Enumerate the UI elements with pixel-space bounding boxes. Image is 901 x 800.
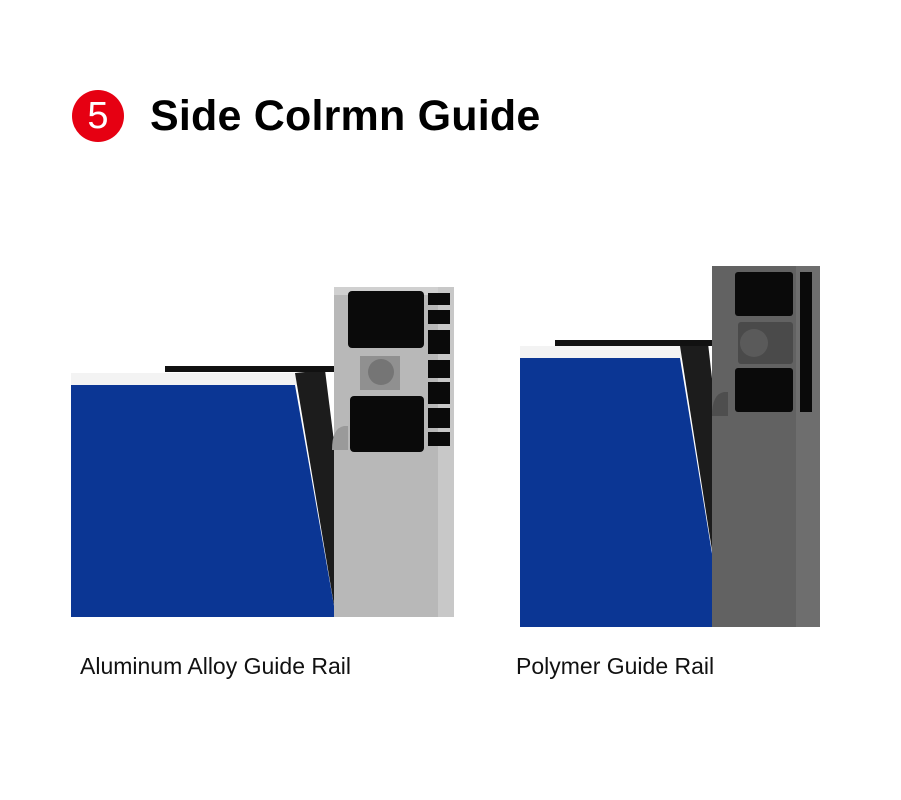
polymer-guide-rail-illustration <box>520 266 820 627</box>
section-number-badge: 5 <box>72 90 124 142</box>
polymer-guide-rail-caption: Polymer Guide Rail <box>516 653 715 679</box>
aluminum-guide-rail-illustration <box>71 287 454 617</box>
section-header: 5 Side Colrmn Guide <box>72 88 540 144</box>
aluminum-guide-rail-caption: Aluminum Alloy Guide Rail <box>80 653 352 679</box>
section-title: Side Colrmn Guide <box>150 91 541 140</box>
aluminum-roller <box>368 359 394 385</box>
aluminum-door-panel <box>71 385 336 617</box>
polymer-door-panel <box>520 358 724 627</box>
